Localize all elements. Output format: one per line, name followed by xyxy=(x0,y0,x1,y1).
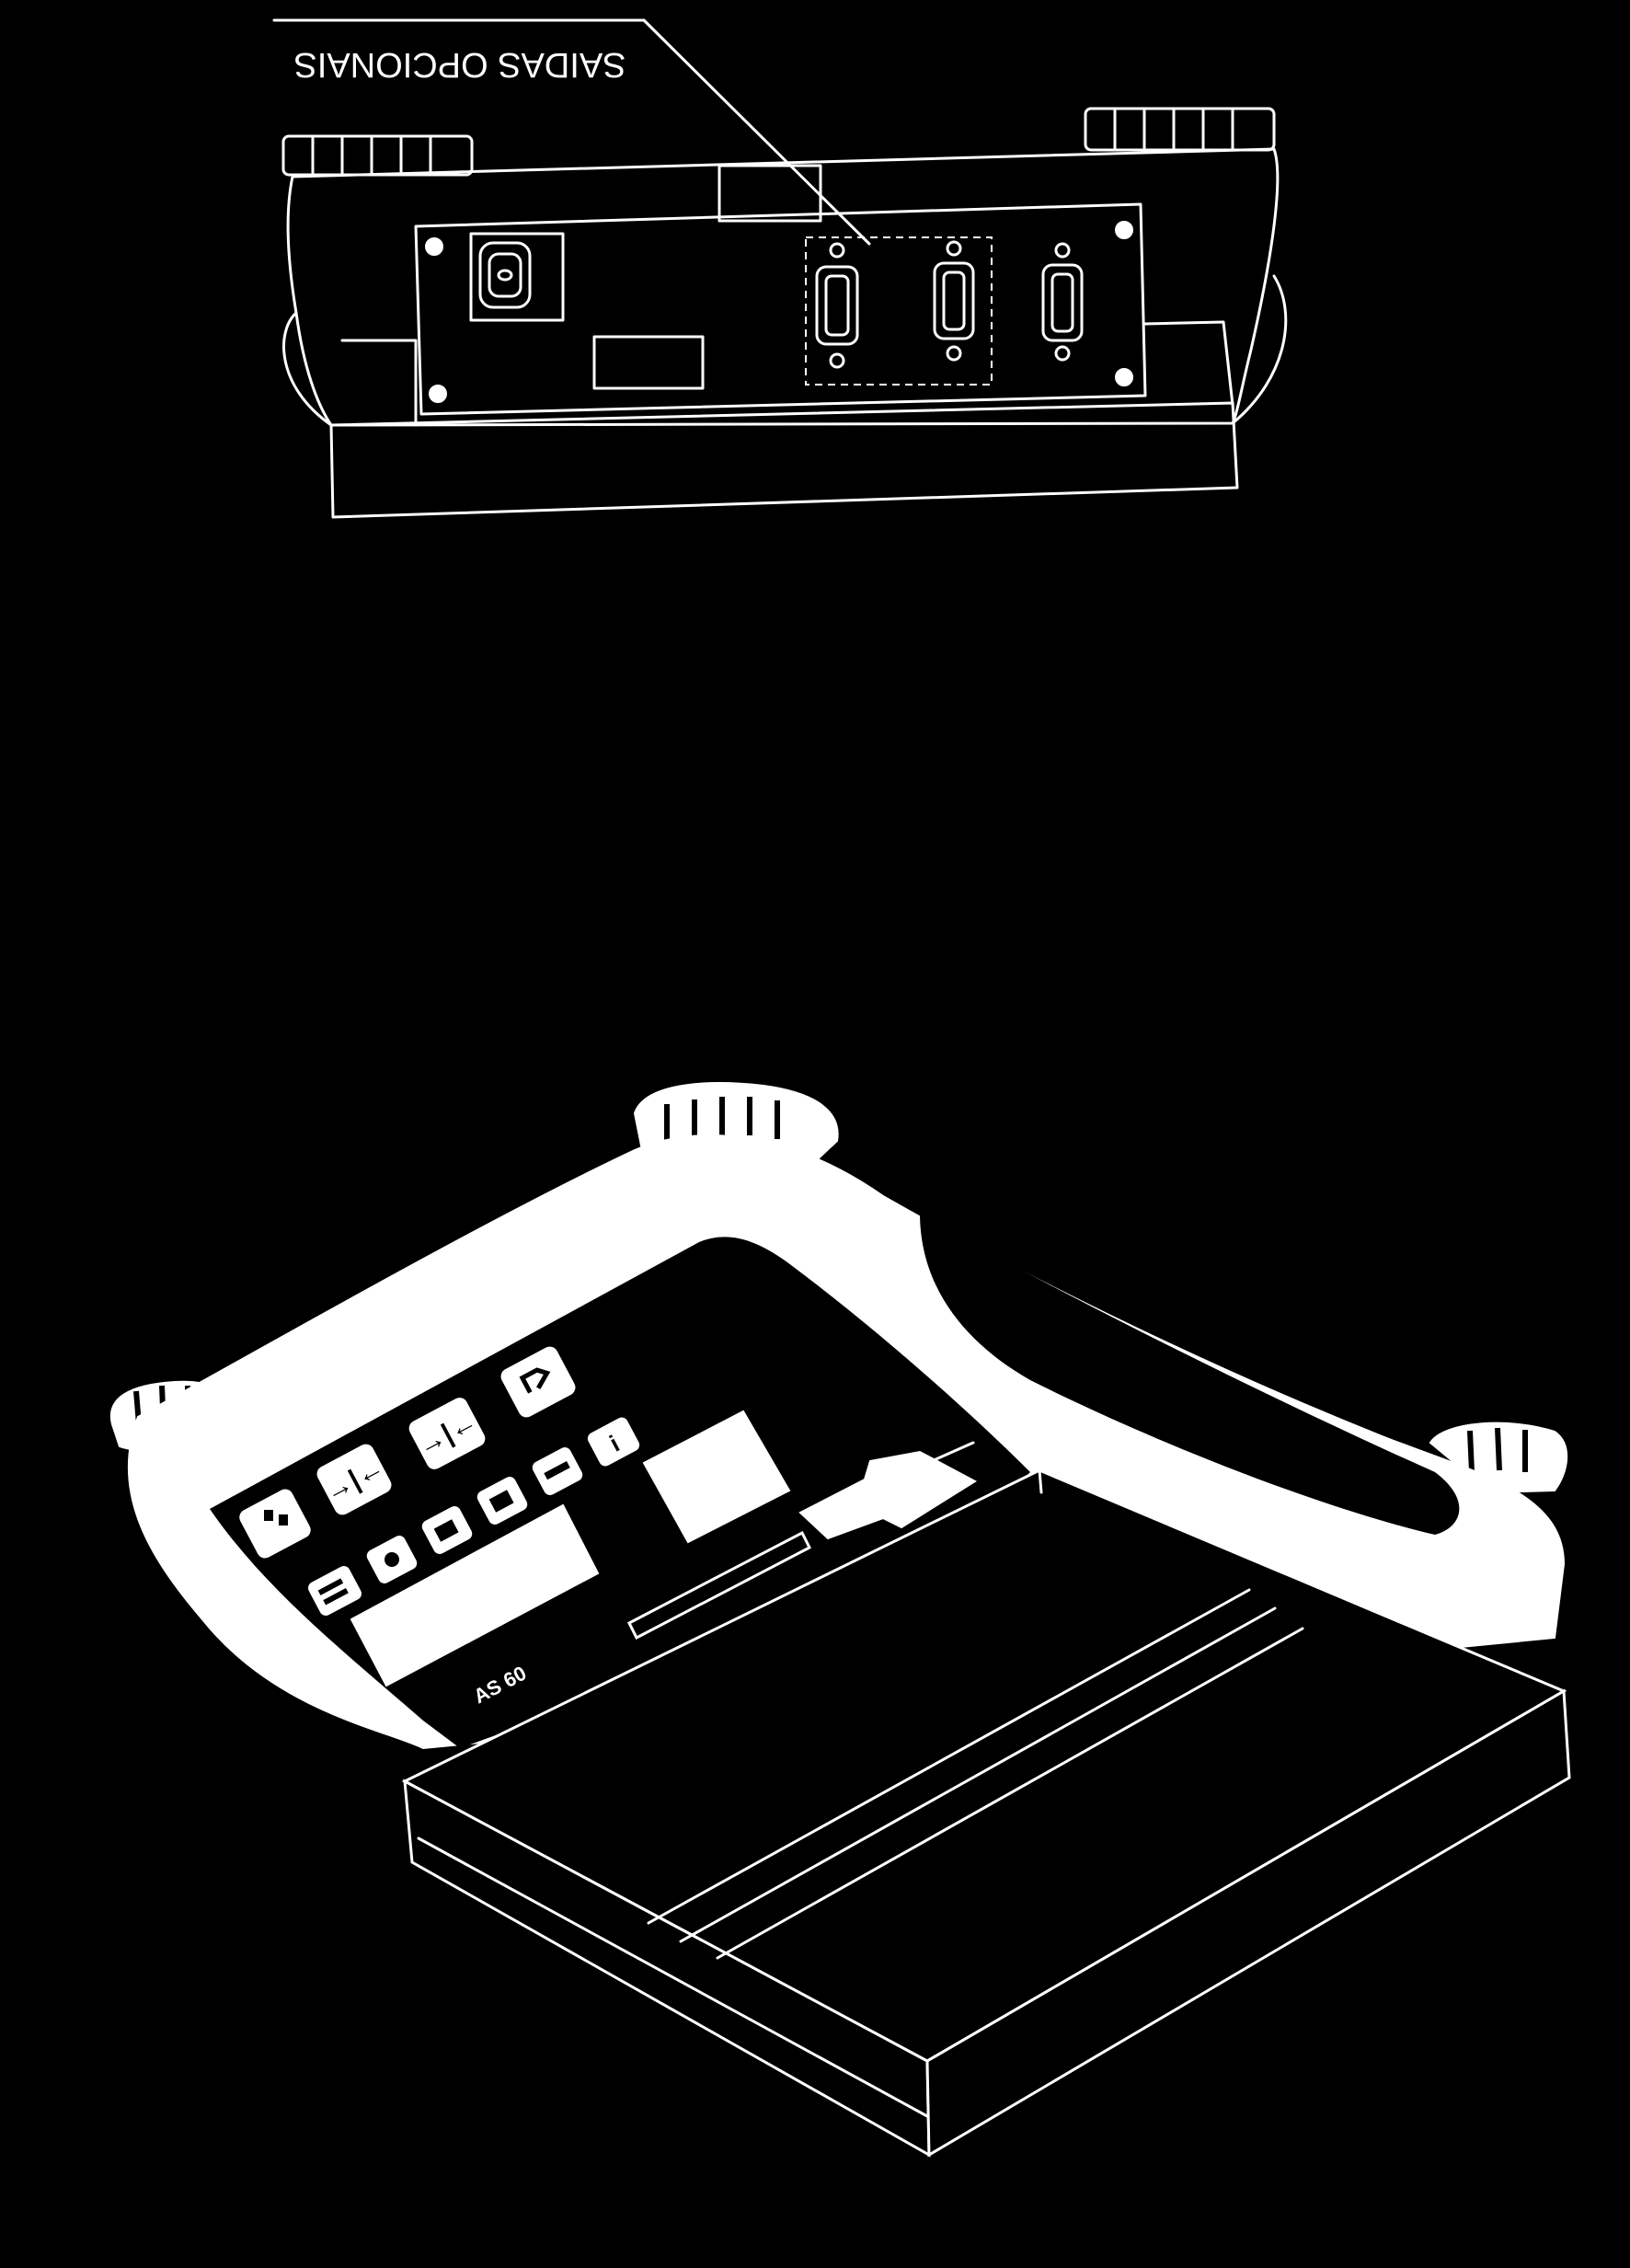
key-enter-button[interactable] xyxy=(499,1345,578,1419)
serial-port-3 xyxy=(1041,242,1084,362)
key-f1-button[interactable] xyxy=(307,1565,362,1617)
display-slot xyxy=(626,1530,812,1641)
right-foot-block xyxy=(1143,320,1234,407)
arrow-pointer xyxy=(905,1441,975,1474)
callout-leader xyxy=(642,18,871,246)
left-foot-knob xyxy=(281,134,474,177)
callout-label: SAIDAS OPCIONAIS xyxy=(293,45,626,84)
serial-port-2 xyxy=(933,240,975,362)
key-tare-button[interactable] xyxy=(237,1488,312,1560)
type-plate xyxy=(592,335,705,390)
display-window-upper xyxy=(642,1410,791,1544)
optional-outputs-outline xyxy=(805,236,993,386)
weighing-pan xyxy=(329,401,1239,519)
display-window-lower xyxy=(350,1503,600,1687)
key-f4-button[interactable] xyxy=(476,1476,529,1525)
right-foot-knob xyxy=(1084,107,1276,152)
housing-recess xyxy=(920,1213,1460,1535)
key-f2-button[interactable] xyxy=(366,1535,419,1584)
plate-screw xyxy=(425,237,443,256)
left-foot-block xyxy=(340,339,418,427)
insertion-arrow xyxy=(798,1450,977,1540)
right-handle xyxy=(1231,274,1288,425)
weighing-pan-iso xyxy=(401,1468,1571,2158)
connector-plate xyxy=(414,202,1147,416)
power-socket xyxy=(469,232,565,322)
key-info-button[interactable]: i xyxy=(587,1416,640,1467)
key-f3-button[interactable] xyxy=(421,1505,474,1555)
key-f5-button[interactable] xyxy=(532,1446,584,1496)
plate-screw xyxy=(1115,368,1133,386)
plate-screw xyxy=(1115,221,1133,239)
plate-screw xyxy=(429,385,447,403)
left-handle xyxy=(282,311,333,427)
top-latch xyxy=(717,164,822,223)
rear-view: SAIDAS OPCIONAIS xyxy=(272,18,1288,519)
right-foot-knob-iso xyxy=(1429,1422,1568,1494)
serial-port-1 xyxy=(815,242,859,369)
isometric-view: →|← →|← xyxy=(109,1082,1571,2158)
